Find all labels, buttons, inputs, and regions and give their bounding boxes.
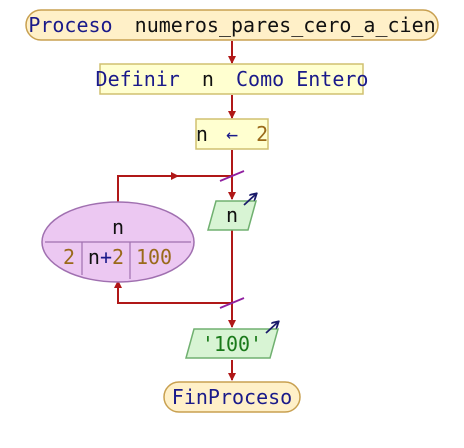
write2-block[interactable]: '100': [185, 322, 278, 359]
assign-arrow: ←: [226, 122, 238, 146]
loop-step-var: n: [88, 245, 100, 269]
end-terminal[interactable]: FinProceso: [163, 381, 301, 413]
loop-marker-bottom: [219, 297, 245, 309]
define-type: Como Entero: [236, 67, 368, 91]
assign-var: n: [196, 122, 208, 146]
define-keyword: Definir: [96, 67, 180, 91]
write-block[interactable]: n: [207, 194, 256, 231]
loop-start: 2: [63, 245, 75, 269]
write-output-arrow-icon: [243, 194, 256, 206]
write-text: n: [226, 203, 238, 227]
loop-node[interactable]: n 2 n+2 100: [41, 201, 195, 283]
end-keyword: FinProceso: [172, 385, 292, 409]
svg-text:Definir n Como Ent: Definir n Como Entero: [96, 67, 369, 91]
svg-text:n+2: n+2: [88, 245, 124, 269]
assign-block[interactable]: n ← 2: [195, 118, 269, 150]
assign-value: 2: [256, 122, 268, 146]
loop-markers: [219, 170, 245, 309]
start-terminal[interactable]: Proceso numeros_pares_cero_a_cien: [25, 9, 439, 41]
svg-text:n ← 2: n ← 2: [196, 122, 268, 146]
write2-text: '100': [202, 332, 262, 356]
start-keyword: Proceso: [28, 13, 112, 37]
loop-back-path: [117, 172, 179, 203]
connectors: [114, 41, 236, 381]
process-name: numeros_pares_cero_a_cien: [135, 13, 436, 37]
svg-text:Proceso numeros_pares_ce: Proceso numeros_pares_cero_a_cien: [28, 13, 435, 37]
loop-exit-path: [114, 280, 232, 304]
loop-var: n: [112, 215, 124, 239]
define-block[interactable]: Definir n Como Entero: [96, 63, 369, 95]
loop-step-op: +: [100, 245, 112, 269]
loop-step-num: 2: [112, 245, 124, 269]
loop-marker-top: [219, 170, 245, 182]
write2-output-arrow-icon: [265, 322, 278, 334]
loop-end: 100: [136, 245, 172, 269]
define-var: n: [202, 67, 214, 91]
